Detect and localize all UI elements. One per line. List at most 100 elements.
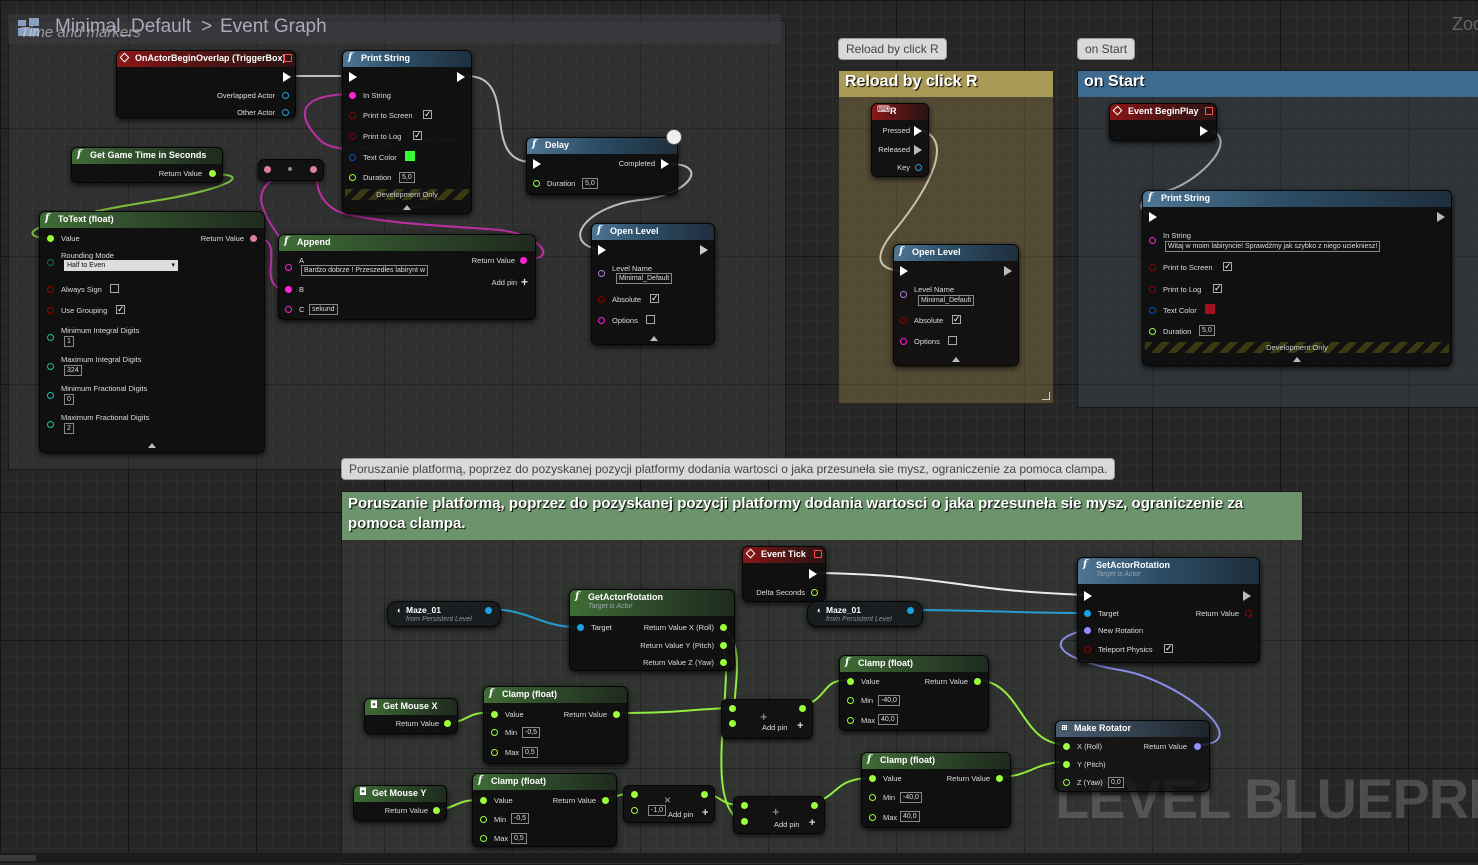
struct-pin[interactable] <box>1194 743 1201 750</box>
comment-bubble-platform[interactable]: Poruszanie platformą, poprzez do pozyska… <box>341 458 1116 480</box>
bool-pin[interactable] <box>1245 610 1252 617</box>
struct-pin[interactable] <box>915 164 922 171</box>
int-pin[interactable] <box>47 334 54 341</box>
rounding-mode-dropdown[interactable]: Half to Even▾ <box>64 260 178 271</box>
float-pin[interactable] <box>631 807 638 814</box>
float-pin[interactable] <box>209 170 216 177</box>
float-pin[interactable] <box>491 749 498 756</box>
max-input[interactable]: 0,5 <box>522 747 538 758</box>
object-pin[interactable] <box>282 92 289 99</box>
append-a-input[interactable]: Bardzo dobrze ! Przeszedłes labirynt w <box>301 265 428 276</box>
string-pin[interactable] <box>598 317 605 324</box>
bool-pin[interactable] <box>47 286 54 293</box>
float-pin[interactable] <box>720 624 727 631</box>
float-pin[interactable] <box>1063 743 1070 750</box>
exec-in-pin[interactable] <box>1149 212 1157 222</box>
min-input[interactable]: -40,0 <box>900 792 922 803</box>
add-pin-label[interactable]: Add pin <box>668 810 694 819</box>
float-pin[interactable] <box>631 791 638 798</box>
exec-out-pin[interactable] <box>914 126 922 136</box>
float-pin[interactable] <box>444 720 451 727</box>
duration-input[interactable]: 5,0 <box>582 178 598 189</box>
float-pin[interactable] <box>349 174 356 181</box>
plus-icon[interactable]: + <box>797 720 804 732</box>
bool-pin[interactable] <box>1084 646 1091 653</box>
node-make-rotator[interactable]: ⊞Make Rotator X (Roll) Return Value Y (P… <box>1055 720 1210 792</box>
print-to-screen-checkbox[interactable]: ✓ <box>1223 261 1232 271</box>
plus-icon[interactable]: + <box>809 817 816 829</box>
name-pin[interactable] <box>598 270 605 277</box>
object-pin[interactable] <box>907 607 914 614</box>
float-pin[interactable] <box>847 697 854 704</box>
max-input[interactable]: 0,5 <box>511 833 527 844</box>
exec-in-pin[interactable] <box>1084 591 1092 601</box>
float-pin[interactable] <box>720 659 727 666</box>
float-pin[interactable] <box>480 835 487 842</box>
append-c-input[interactable]: sekund <box>309 304 338 315</box>
exec-out-pin[interactable] <box>457 72 465 82</box>
absolute-checkbox[interactable]: ✓ <box>650 293 659 303</box>
print-to-log-checkbox[interactable]: ✓ <box>1213 283 1222 293</box>
name-pin[interactable] <box>900 291 907 298</box>
float-pin[interactable] <box>720 642 727 649</box>
node-maze-reference[interactable]: ◖ Maze_01 from Persistent Level <box>387 601 501 627</box>
struct-pin[interactable] <box>1084 627 1091 634</box>
float-pin[interactable] <box>491 729 498 736</box>
exec-in-pin[interactable] <box>349 72 357 82</box>
float-pin[interactable] <box>811 802 818 809</box>
float-pin[interactable] <box>741 818 748 825</box>
exec-out-pin[interactable] <box>1200 126 1208 136</box>
in-string-input[interactable]: Witaj w moim labiryncie! Sprawdźmy jak s… <box>1165 241 1381 252</box>
add-pin-label[interactable]: Add pin <box>491 278 517 287</box>
comment-bubble-start[interactable]: on Start <box>1077 38 1136 60</box>
string-pin[interactable] <box>285 286 292 293</box>
scrollbar-thumb[interactable] <box>0 855 36 861</box>
reroute-node[interactable] <box>258 159 324 181</box>
node-on-actor-begin-overlap[interactable]: OnActorBeginOverlap (TriggerBox) Overlap… <box>116 50 296 118</box>
object-pin[interactable] <box>1084 610 1091 617</box>
text-pin[interactable] <box>250 235 257 242</box>
node-add-float[interactable]: + Add pin + <box>733 796 825 834</box>
delegate-pin-icon[interactable] <box>814 550 822 558</box>
min-input[interactable]: -0,5 <box>511 813 530 824</box>
object-pin[interactable] <box>485 607 492 614</box>
resize-handle[interactable] <box>1042 392 1050 400</box>
string-pin[interactable] <box>520 257 527 264</box>
string-pin[interactable] <box>1149 237 1156 244</box>
float-pin[interactable] <box>433 807 440 814</box>
float-pin[interactable] <box>1063 761 1070 768</box>
exec-out-pin[interactable] <box>914 145 922 155</box>
teleport-physics-checkbox[interactable]: ✓ <box>1164 643 1173 653</box>
exec-out-pin[interactable] <box>283 72 291 82</box>
node-event-begin-play[interactable]: Event BeginPlay <box>1109 103 1217 141</box>
exec-in-pin[interactable] <box>598 245 606 255</box>
int-pin[interactable] <box>47 363 54 370</box>
options-input[interactable] <box>646 315 655 324</box>
min-fractional-input[interactable]: 0 <box>64 394 74 405</box>
exec-out-pin[interactable] <box>1004 266 1012 276</box>
node-add-float[interactable]: + Add pin + <box>721 699 813 739</box>
z-yaw-input[interactable]: 0,0 <box>1108 777 1124 788</box>
node-r-key-event[interactable]: ⌨R Pressed Released Key <box>871 103 929 177</box>
float-pin[interactable] <box>811 589 818 596</box>
horizontal-scrollbar[interactable] <box>0 853 1478 863</box>
object-pin[interactable] <box>577 624 584 631</box>
exec-out-pin[interactable] <box>1437 212 1445 222</box>
color-pin[interactable] <box>349 154 356 161</box>
level-name-input[interactable]: Minimal_Default <box>616 273 673 284</box>
min-input[interactable]: -40,0 <box>878 695 900 706</box>
float-pin[interactable] <box>1149 328 1156 335</box>
print-to-log-checkbox[interactable]: ✓ <box>413 130 422 140</box>
node-event-tick[interactable]: Event Tick Delta Seconds <box>742 546 826 602</box>
float-pin[interactable] <box>847 717 854 724</box>
float-pin[interactable] <box>996 775 1003 782</box>
float-pin[interactable] <box>1063 779 1070 786</box>
